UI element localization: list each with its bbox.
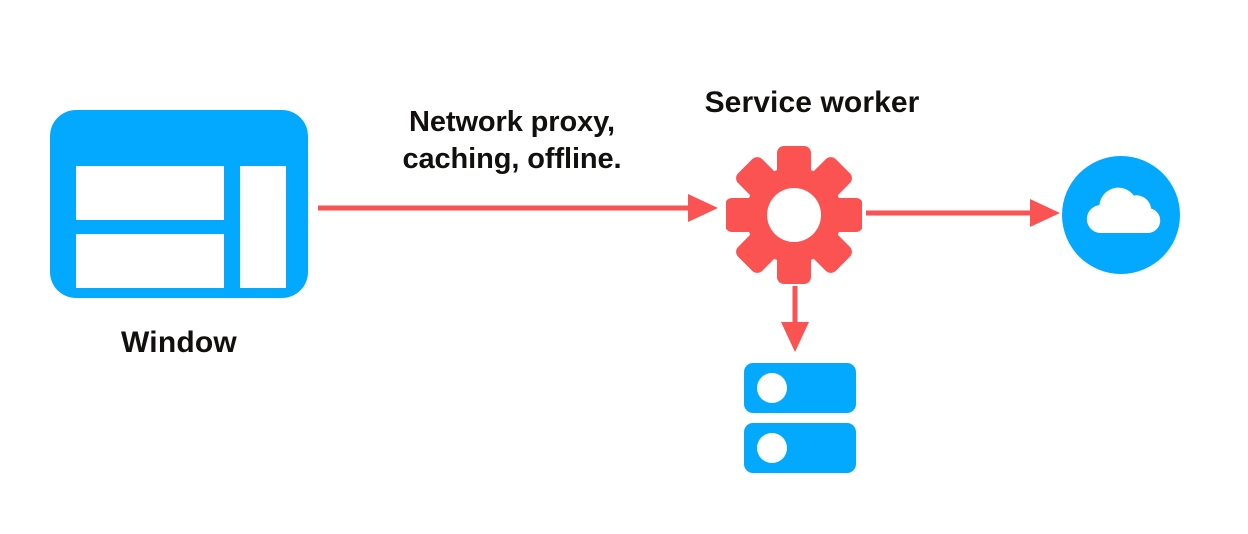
database-indicator-bottom [757,433,787,463]
gear-icon [726,146,862,284]
network-proxy-caption: Network proxy, caching, offline. [352,104,672,178]
caption-line-1: Network proxy, [409,106,615,138]
database-indicator-top [757,373,787,403]
arrow-window-to-service-worker [318,194,718,222]
browser-window-icon [50,110,308,298]
cloud-icon [1062,156,1180,274]
window-pane-right [240,166,286,288]
arrow-service-worker-to-cloud [866,199,1060,227]
caption-line-2: caching, offline. [402,143,622,176]
window-pane-bottom-left [76,234,224,288]
arrow-service-worker-to-database [781,286,809,352]
window-pane-top-left [76,166,224,220]
database-icon [744,363,856,473]
service-worker-node-label: Service worker [704,86,920,119]
window-node-label: Window [121,326,237,359]
